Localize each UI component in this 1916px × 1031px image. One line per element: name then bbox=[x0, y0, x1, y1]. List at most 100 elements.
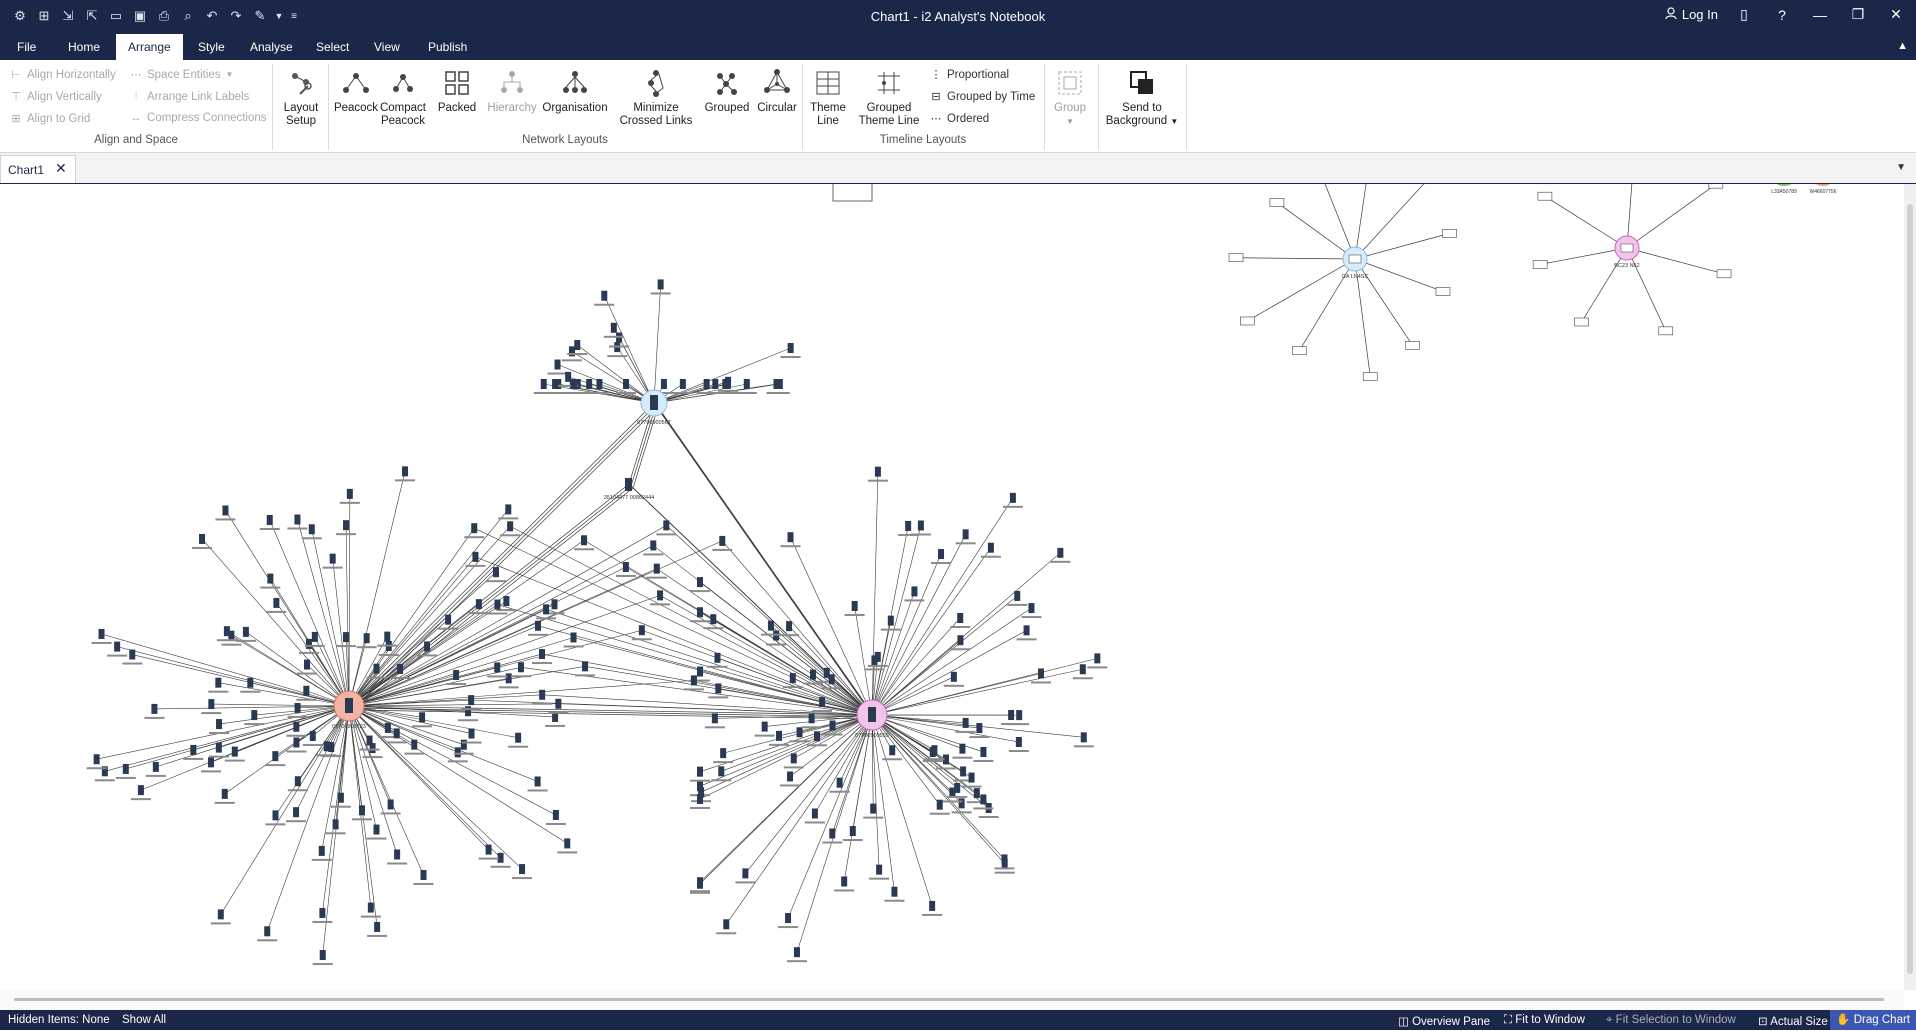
phone-node-icon[interactable] bbox=[812, 808, 818, 818]
phone-node-icon[interactable] bbox=[918, 520, 924, 530]
phone-node-icon[interactable] bbox=[565, 372, 571, 382]
phone-node-icon[interactable] bbox=[1028, 603, 1034, 613]
drag-chart-button[interactable]: ✋ Drag Chart bbox=[1830, 1010, 1916, 1030]
inter-hub-link[interactable] bbox=[658, 407, 876, 719]
phone-node-icon[interactable] bbox=[469, 729, 475, 739]
phone-node-icon[interactable] bbox=[295, 703, 301, 713]
phone-node-icon[interactable] bbox=[385, 723, 391, 733]
phone-node-icon[interactable] bbox=[343, 520, 349, 530]
link-line[interactable] bbox=[872, 608, 1031, 715]
phone-node-icon[interactable] bbox=[819, 697, 825, 707]
location-node-icon[interactable] bbox=[1533, 260, 1547, 268]
phone-node-icon[interactable] bbox=[222, 789, 228, 799]
link-line[interactable] bbox=[349, 545, 653, 706]
phone-node-icon[interactable] bbox=[786, 621, 792, 631]
cluster-link[interactable] bbox=[1540, 248, 1627, 264]
link-line[interactable] bbox=[855, 606, 872, 715]
phone-node-icon[interactable] bbox=[541, 379, 547, 389]
chart-canvas[interactable]: 07700900567 07700900123 07700900555 3510… bbox=[0, 184, 1904, 990]
phone-node-icon[interactable] bbox=[931, 745, 937, 755]
phone-node-icon[interactable] bbox=[723, 919, 729, 929]
link-line[interactable] bbox=[211, 704, 349, 706]
phone-node-icon[interactable] bbox=[697, 607, 703, 617]
phone-node-icon[interactable] bbox=[312, 632, 318, 642]
phone-node-icon[interactable] bbox=[518, 662, 524, 672]
phone-node-icon[interactable] bbox=[1024, 625, 1030, 635]
location-node-icon[interactable] bbox=[1717, 270, 1731, 278]
phone-node-icon[interactable] bbox=[543, 604, 549, 614]
phone-node-icon[interactable] bbox=[654, 564, 660, 574]
location-node-icon[interactable] bbox=[1442, 229, 1456, 237]
phone-node-icon[interactable] bbox=[539, 649, 545, 659]
phone-node-icon[interactable] bbox=[777, 379, 783, 389]
phone-node-icon[interactable] bbox=[911, 586, 917, 596]
phone-node-icon[interactable] bbox=[712, 379, 718, 389]
phone-node-icon[interactable] bbox=[697, 767, 703, 777]
link-line[interactable] bbox=[654, 284, 661, 403]
fit-to-window-button[interactable]: ⛶ Fit to Window bbox=[1504, 1014, 1585, 1027]
phone-node-icon[interactable] bbox=[218, 909, 224, 919]
cluster-link[interactable] bbox=[1247, 259, 1355, 321]
phone-node-icon[interactable] bbox=[486, 845, 492, 855]
tab-arrange[interactable]: Arrange bbox=[116, 34, 183, 60]
align-vertically-button[interactable]: ⊤Align Vertically bbox=[10, 90, 102, 103]
phone-node-icon[interactable] bbox=[503, 596, 509, 606]
phone-node-icon[interactable] bbox=[639, 625, 645, 635]
space-entities-button[interactable]: ⋯Space Entities▼ bbox=[130, 68, 233, 81]
link-line[interactable] bbox=[225, 510, 349, 706]
grouped-theme-line-button[interactable]: Grouped Theme Line bbox=[856, 68, 922, 128]
phone-node-icon[interactable] bbox=[123, 764, 129, 774]
phone-node-icon[interactable] bbox=[974, 788, 980, 798]
phone-node-icon[interactable] bbox=[294, 514, 300, 524]
phone-node-icon[interactable] bbox=[364, 633, 370, 643]
align-horizontally-button[interactable]: ⊢Align Horizontally bbox=[10, 68, 116, 81]
phone-node-icon[interactable] bbox=[394, 728, 400, 738]
cluster-a-center[interactable]: OA LN4SC bbox=[1342, 247, 1369, 280]
location-node-icon[interactable] bbox=[1405, 341, 1419, 349]
phone-node-icon[interactable] bbox=[785, 913, 791, 923]
location-node-icon[interactable] bbox=[1229, 254, 1243, 262]
phone-node-icon[interactable] bbox=[697, 879, 703, 889]
location-node-icon[interactable] bbox=[1709, 184, 1723, 188]
link-line[interactable] bbox=[700, 715, 872, 884]
cluster-link[interactable] bbox=[1299, 259, 1355, 351]
phone-node-icon[interactable] bbox=[830, 721, 836, 731]
cluster-link[interactable] bbox=[1582, 248, 1627, 322]
phone-node-icon[interactable] bbox=[468, 695, 474, 705]
phone-node-icon[interactable] bbox=[445, 615, 451, 625]
phone-node-icon[interactable] bbox=[303, 686, 309, 696]
phone-node-icon[interactable] bbox=[810, 670, 816, 680]
tab-analyse[interactable]: Analyse bbox=[238, 34, 305, 60]
phone-node-icon[interactable] bbox=[650, 540, 656, 550]
phone-node-icon[interactable] bbox=[571, 379, 577, 389]
inter-hub-link[interactable] bbox=[654, 403, 872, 715]
phone-node-icon[interactable] bbox=[870, 804, 876, 814]
send-to-background-button[interactable]: Send to Background ▼ bbox=[1104, 68, 1180, 128]
phone-node-icon[interactable] bbox=[515, 733, 521, 743]
minimize-button[interactable]: — bbox=[1808, 7, 1832, 23]
phone-node-icon[interactable] bbox=[891, 887, 897, 897]
phone-node-icon[interactable] bbox=[267, 574, 273, 584]
legend-item-1[interactable]: L33A50789 bbox=[1771, 184, 1797, 195]
phone-node-icon[interactable] bbox=[272, 810, 278, 820]
tab-file[interactable]: File bbox=[5, 34, 48, 60]
legend-item-2[interactable]: W46607756 bbox=[1810, 184, 1837, 195]
location-node-icon[interactable] bbox=[1538, 192, 1552, 200]
cluster-link[interactable] bbox=[1355, 184, 1442, 259]
cluster-link[interactable] bbox=[1627, 248, 1666, 331]
phone-node-icon[interactable] bbox=[623, 562, 629, 572]
restore-button[interactable]: ❐ bbox=[1846, 6, 1870, 23]
link-line[interactable] bbox=[604, 296, 654, 403]
close-tab-icon[interactable]: ✕ bbox=[55, 160, 67, 177]
phone-node-icon[interactable] bbox=[875, 467, 881, 477]
phone-node-icon[interactable] bbox=[421, 870, 427, 880]
phone-node-icon[interactable] bbox=[980, 794, 986, 804]
link-line[interactable] bbox=[844, 715, 872, 881]
link-line[interactable] bbox=[700, 715, 872, 772]
phone-node-icon[interactable] bbox=[319, 908, 325, 918]
phone-node-icon[interactable] bbox=[293, 738, 299, 748]
phone-node-icon[interactable] bbox=[493, 567, 499, 577]
phone-node-icon[interactable] bbox=[373, 825, 379, 835]
phone-node-icon[interactable] bbox=[555, 699, 561, 709]
phone-node-icon[interactable] bbox=[876, 865, 882, 875]
